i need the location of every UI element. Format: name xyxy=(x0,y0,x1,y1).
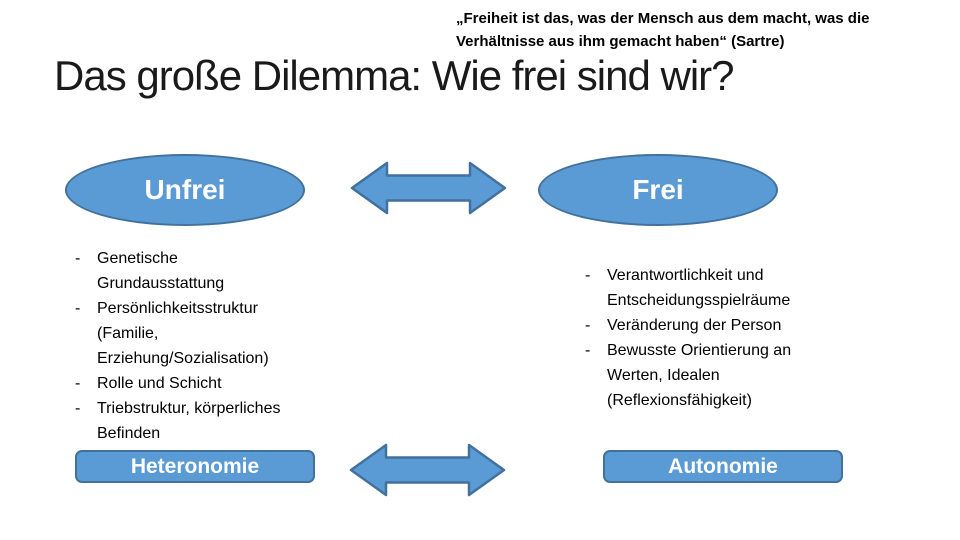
list-item: -Bewusste Orientierung an Werten, Ideale… xyxy=(585,338,815,413)
heteronomie-box: Heteronomie xyxy=(75,450,315,483)
list-item: -Rolle und Schicht xyxy=(75,371,283,396)
heteronomie-label: Heteronomie xyxy=(130,454,260,478)
double-arrow-top-icon xyxy=(350,161,507,215)
list-item-text: Genetische Grundausstattung xyxy=(97,250,225,292)
list-item-text: Rolle und Schicht xyxy=(97,375,222,392)
bullet-dash: - xyxy=(585,267,591,284)
autonomie-box: Autonomie xyxy=(603,450,843,483)
list-item: -Verantwortlichkeit und Entscheidungsspi… xyxy=(585,263,815,313)
bullet-dash: - xyxy=(75,300,81,317)
bullet-dash: - xyxy=(75,375,81,392)
list-item: -Genetische Grundausstattung xyxy=(75,246,283,296)
list-item-text: Veränderung der Person xyxy=(607,317,782,334)
list-item-text: Bewusste Orientierung an Werten, Idealen… xyxy=(607,342,792,409)
bullet-dash: - xyxy=(75,400,81,417)
list-item-text: Triebstruktur, körperliches Befinden xyxy=(97,400,281,442)
bullet-dash: - xyxy=(585,342,591,359)
ellipse-unfrei: Unfrei xyxy=(65,154,305,226)
list-item: -Triebstruktur, körperliches Befinden xyxy=(75,396,283,446)
frei-list: -Verantwortlichkeit und Entscheidungsspi… xyxy=(585,263,815,413)
ellipse-frei: Frei xyxy=(538,154,778,226)
ellipse-unfrei-label: Unfrei xyxy=(144,174,226,205)
list-item-text: Persönlichkeitsstruktur (Familie, Erzieh… xyxy=(97,300,269,367)
bullet-dash: - xyxy=(585,317,591,334)
double-arrow-bottom-icon xyxy=(349,443,506,497)
ellipse-frei-label: Frei xyxy=(632,174,684,205)
bullet-dash: - xyxy=(75,250,81,267)
unfrei-list: -Genetische Grundausstattung-Persönlichk… xyxy=(75,246,283,446)
page-title: Das große Dilemma: Wie frei sind wir? xyxy=(54,52,735,99)
list-item: -Veränderung der Person xyxy=(585,313,815,338)
quote-text: „Freiheit ist das, was der Mensch aus de… xyxy=(456,10,870,50)
list-item: -Persönlichkeitsstruktur (Familie, Erzie… xyxy=(75,296,283,371)
list-item-text: Verantwortlichkeit und Entscheidungsspie… xyxy=(607,267,791,309)
autonomie-label: Autonomie xyxy=(668,454,778,478)
